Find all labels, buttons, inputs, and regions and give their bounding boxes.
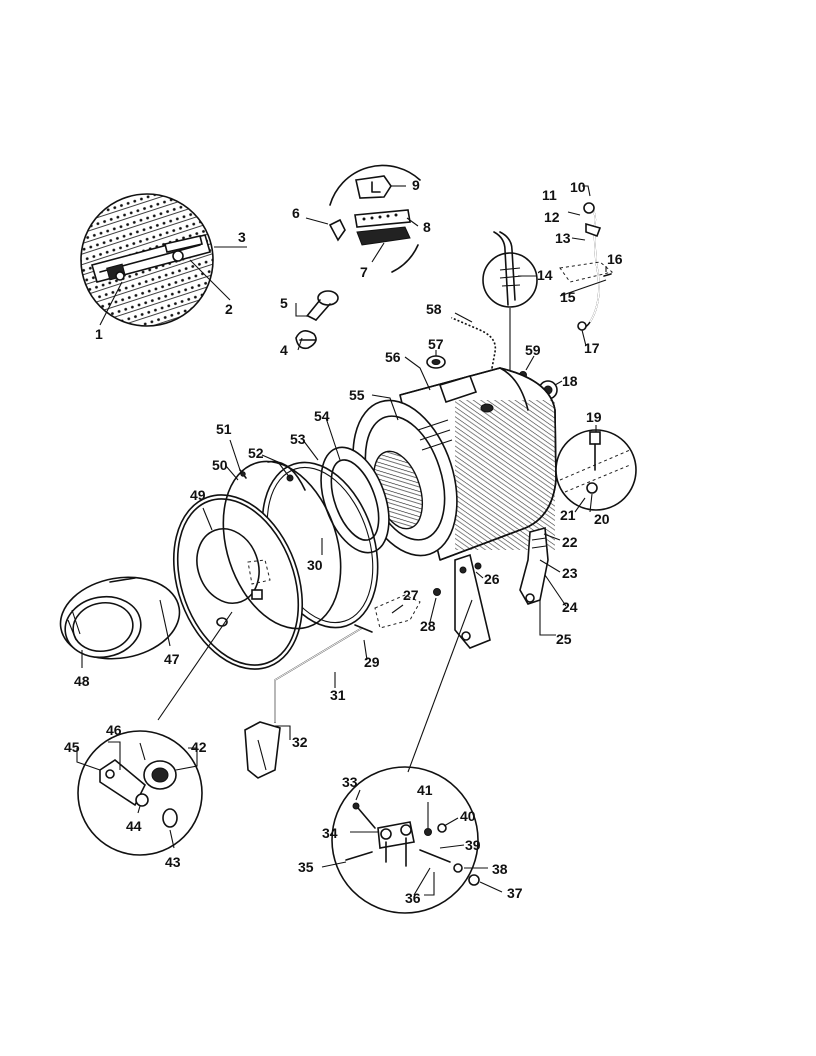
label-42: 42: [191, 739, 207, 755]
label-2: 2: [225, 301, 233, 317]
label-27: 27: [403, 587, 419, 603]
label-9: 9: [412, 177, 420, 193]
label-4: 4: [280, 342, 288, 358]
label-13: 13: [555, 230, 571, 246]
label-34: 34: [322, 825, 338, 841]
label-52: 52: [248, 445, 264, 461]
bracket-part-32: [244, 721, 281, 779]
label-5: 5: [280, 295, 288, 311]
detail-hose-circle: [482, 231, 538, 308]
label-30: 30: [307, 557, 323, 573]
label-15: 15: [560, 289, 576, 305]
label-35: 35: [298, 859, 314, 875]
label-11: 11: [542, 187, 557, 203]
hose-assembly-10-17: [559, 202, 614, 331]
label-43: 43: [165, 854, 181, 870]
label-18: 18: [562, 373, 578, 389]
clip-part-4: [295, 330, 317, 350]
label-38: 38: [492, 861, 508, 877]
label-26: 26: [484, 571, 500, 587]
label-41: 41: [417, 782, 433, 798]
label-12: 12: [544, 209, 560, 225]
label-10: 10: [570, 179, 586, 195]
rod-part-31: [274, 624, 373, 723]
label-3: 3: [238, 229, 246, 245]
label-1: 1: [95, 326, 103, 342]
label-14: 14: [537, 267, 553, 283]
detail-hinge-circle: [80, 193, 214, 327]
label-28: 28: [420, 618, 436, 634]
leg-part-26: [454, 553, 491, 649]
label-31: 31: [330, 687, 346, 703]
label-46: 46: [106, 722, 122, 738]
label-48: 48: [74, 673, 90, 689]
label-24: 24: [562, 599, 578, 615]
label-29: 29: [364, 654, 380, 670]
label-44: 44: [126, 818, 142, 834]
label-54: 54: [314, 408, 330, 424]
detail-dispenser-partial-circle: [328, 164, 421, 273]
label-6: 6: [292, 205, 300, 221]
label-53: 53: [290, 431, 306, 447]
door-glass-ring-part-48: [64, 595, 142, 659]
label-17: 17: [584, 340, 600, 356]
label-39: 39: [465, 837, 481, 853]
label-8: 8: [423, 219, 431, 235]
label-7: 7: [360, 264, 368, 280]
label-57: 57: [428, 336, 444, 352]
label-25: 25: [556, 631, 572, 647]
part-number-labels: 1 2 3 4 5 6 7 8 9 10 11 12 13 14 15 16 1…: [64, 177, 623, 906]
label-23: 23: [562, 565, 578, 581]
label-37: 37: [507, 885, 523, 901]
detail-bolt-circle: [555, 429, 637, 511]
detail-pivot-circle: [331, 766, 480, 914]
dashed-outline-part-27: [374, 594, 421, 629]
label-36: 36: [405, 890, 421, 906]
label-56: 56: [385, 349, 401, 365]
label-47: 47: [164, 651, 180, 667]
shock-part-23: [519, 526, 549, 605]
label-33: 33: [342, 774, 358, 790]
bolt-part-5: [306, 290, 339, 321]
label-21: 21: [560, 507, 576, 523]
label-51: 51: [216, 421, 232, 437]
label-49: 49: [190, 487, 206, 503]
label-16: 16: [607, 251, 623, 267]
label-58: 58: [426, 301, 442, 317]
label-55: 55: [349, 387, 365, 403]
label-59: 59: [525, 342, 541, 358]
detail-latch-circle: [77, 730, 203, 856]
label-40: 40: [460, 808, 476, 824]
label-50: 50: [212, 457, 228, 473]
top-hose-part-58: [450, 315, 499, 369]
label-32: 32: [292, 734, 308, 750]
label-45: 45: [64, 739, 80, 755]
label-22: 22: [562, 534, 578, 550]
label-19: 19: [586, 409, 602, 425]
label-20: 20: [594, 511, 610, 527]
screw-part-51: [239, 469, 247, 479]
nut-part-28: [433, 588, 441, 596]
leader-lines: [76, 185, 607, 896]
grommet-part-57: [426, 355, 446, 369]
ring-part-50: [222, 460, 342, 630]
